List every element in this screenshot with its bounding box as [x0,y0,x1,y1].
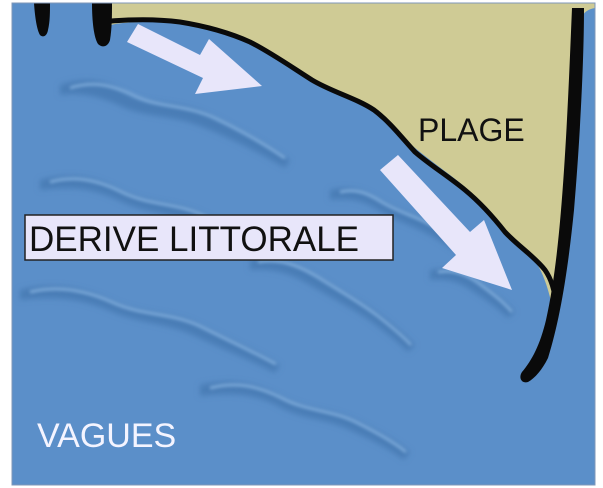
waves-label: VAGUES [37,417,176,455]
drift-arrow-lower [380,155,512,290]
drift-label-box: DERIVE LITTORALE [24,214,394,261]
drift-arrow-upper [127,24,262,94]
wave-crest [60,80,290,168]
wave-crest [20,285,280,373]
drift-label: DERIVE LITTORALE [29,220,359,259]
beach-area [100,3,595,305]
beach-label: PLAGE [418,112,525,148]
post-right [92,3,112,47]
shoreline [97,17,559,308]
wave-crest [200,381,410,460]
frame-border [11,2,596,486]
wave-crests [20,80,515,460]
wave-crest [430,268,515,318]
post-left [34,3,50,37]
cliff-edge [520,8,584,383]
wave-crest [250,258,415,352]
